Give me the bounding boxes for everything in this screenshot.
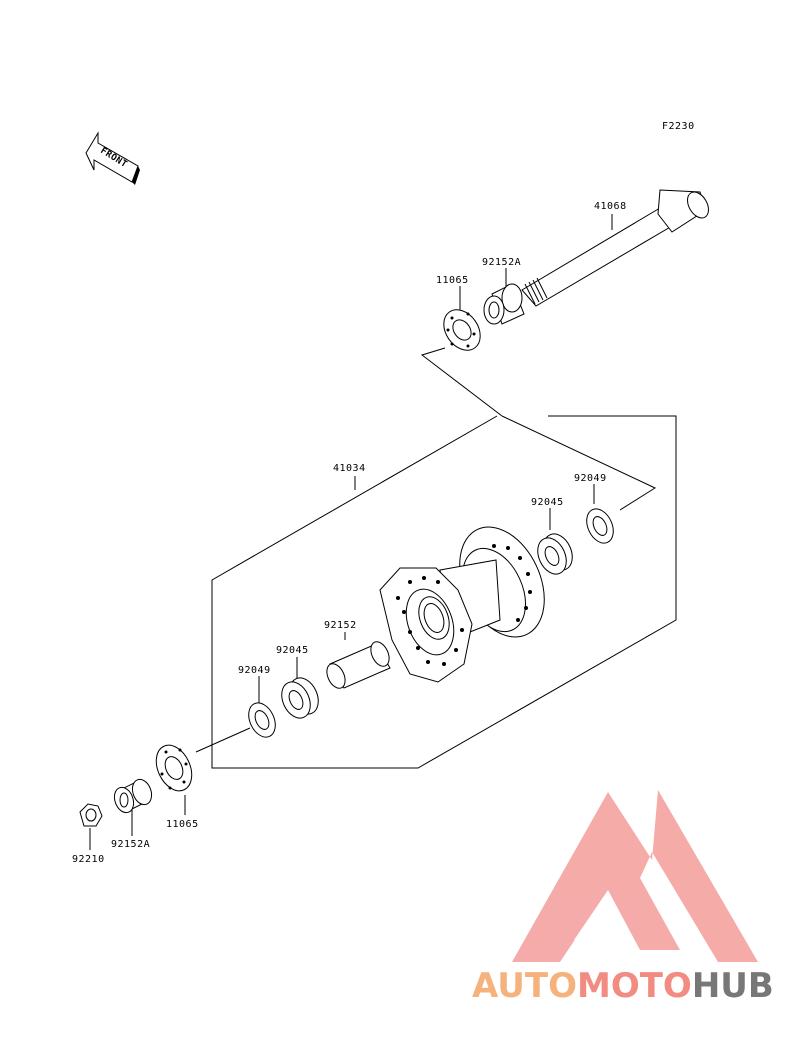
svg-text:AUTOMOTOHUB: AUTOMOTOHUB [472,966,774,1006]
rotor-plate-11065-bottom [155,744,193,792]
seal-92049-left [248,702,276,738]
label-11065-top: 11065 [436,275,469,286]
watermark-logo-icon [512,790,758,962]
seal-92049-right [586,508,614,544]
label-41068: 41068 [594,201,627,212]
label-92049-right: 92049 [574,473,607,484]
spacer-92152a-top [483,283,525,325]
watermark-auto: AUTO [472,966,577,1006]
watermark-text: AUTOMOTOHUB [472,966,774,1006]
axle-41068 [521,189,709,307]
hub-41034 [379,526,545,683]
front-arrow-icon: FRONT [85,131,140,185]
nut-92210 [79,803,103,827]
watermark-moto: MOTO [577,966,692,1006]
label-92210: 92210 [72,854,105,865]
spacer-92152a-bottom [113,778,153,814]
watermark-hub: HUB [692,966,774,1006]
assembly-lines [89,214,677,850]
bearing-92045-right [537,533,573,575]
label-41034: 41034 [333,463,366,474]
label-92045-left: 92045 [276,645,309,656]
label-92152a-bottom: 92152A [111,839,150,850]
label-92152a-top: 92152A [482,257,521,268]
label-92152: 92152 [324,620,357,631]
label-11065-bottom: 11065 [166,819,199,830]
rotor-plate-11065-top [443,309,481,351]
label-92049-left: 92049 [238,665,271,676]
bearing-92045-left [281,677,319,719]
collar-92152 [326,641,391,689]
figure-code: F2230 [662,121,695,132]
label-92045-right: 92045 [531,497,564,508]
